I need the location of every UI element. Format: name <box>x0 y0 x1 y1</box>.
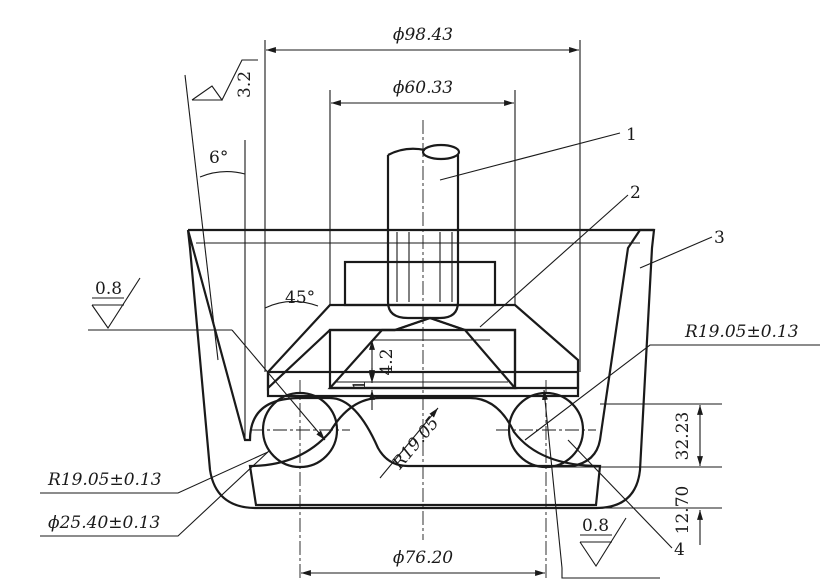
radius-center: R19.05 <box>379 407 443 479</box>
leader-3: 3 <box>639 228 725 269</box>
dim-d60: ϕ60.33 <box>331 78 514 106</box>
center-lines <box>250 120 596 580</box>
roughness-left-label: 0.8 <box>95 279 122 299</box>
leader-1: 1 <box>439 125 637 181</box>
radius-center-label: R19.05 <box>388 413 443 474</box>
roughness-left: 0.8 <box>91 277 141 329</box>
roughness-top-label: 3.2 <box>235 71 255 98</box>
diameter-ball: ϕ25.40±0.13 <box>40 449 271 537</box>
part-1-label: 1 <box>626 125 637 145</box>
part-3-label: 3 <box>714 228 725 248</box>
angle-6-label: 6° <box>209 148 228 168</box>
dim-d76: ϕ76.20 <box>301 548 545 576</box>
dim-d76-label: ϕ76.20 <box>393 548 453 568</box>
radius-right: R19.05±0.13 <box>524 322 820 441</box>
dim-d98-label: ϕ98.43 <box>393 25 453 45</box>
angle-6: 6° <box>199 148 246 178</box>
angle-45: 45° <box>264 288 319 309</box>
roughness-right: 0.8 <box>542 389 660 579</box>
dim-height: 32.23 12.70 <box>673 405 703 545</box>
radius-left-label: R19.05±0.13 <box>47 470 162 490</box>
leader-2: 2 <box>479 183 641 328</box>
leader-4: 4 <box>567 439 685 560</box>
dim-32-label: 32.23 <box>673 412 693 461</box>
lower-die <box>248 396 602 507</box>
rod <box>386 143 461 320</box>
roughness-top: 3.2 <box>191 59 258 102</box>
dim-d98: ϕ98.43 <box>266 25 579 53</box>
part-4-label: 4 <box>674 540 685 560</box>
roughness-right-label: 0.8 <box>582 516 609 536</box>
radius-right-label: R19.05±0.13 <box>684 322 799 342</box>
diameter-ball-label: ϕ25.40±0.13 <box>48 513 160 533</box>
angle-45-label: 45° <box>285 288 315 308</box>
dim-42-label: 4.2 <box>377 348 397 375</box>
dim-d60-label: ϕ60.33 <box>393 78 453 98</box>
dim-12-label: 12.70 <box>673 486 693 535</box>
radius-left: R19.05±0.13 <box>40 329 326 494</box>
dim-1-label: 1 <box>350 380 370 391</box>
extension-lines <box>184 40 722 509</box>
dim-small: 4.2 1 <box>350 340 397 410</box>
part-2-label: 2 <box>630 183 641 203</box>
